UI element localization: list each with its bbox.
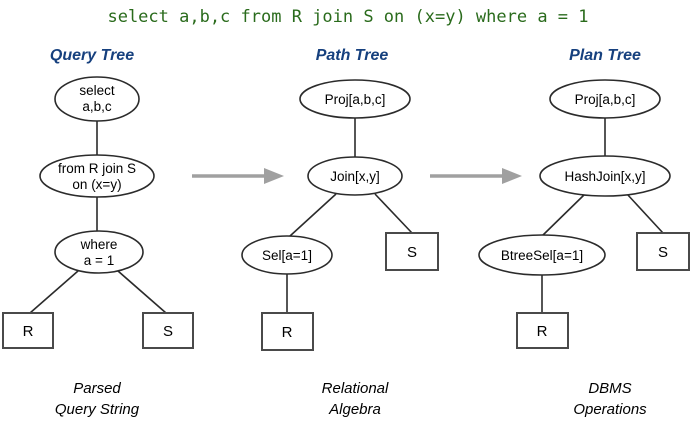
node-relation-r-path-shape bbox=[261, 312, 314, 351]
edge-where-to-r bbox=[29, 270, 79, 314]
node-where-label-line2: a = 1 bbox=[84, 253, 114, 268]
node-where[interactable]: where a = 1 bbox=[54, 230, 144, 274]
edge-hashjoin-to-btreesel bbox=[541, 193, 586, 237]
node-select-label-line1: select bbox=[79, 83, 115, 98]
edge-join-to-s bbox=[374, 193, 413, 234]
edge-hashjoin-to-s bbox=[626, 193, 664, 234]
node-from-join-label-line2: on (x=y) bbox=[72, 177, 121, 192]
node-relation-s-path[interactable]: S bbox=[385, 232, 439, 271]
node-from-join[interactable]: from R join S on (x=y) bbox=[39, 154, 155, 198]
node-proj-plan-label: Proj[a,b,c] bbox=[575, 92, 636, 107]
node-select-label-line2: a,b,c bbox=[82, 99, 112, 114]
node-relation-r-plan-label: R bbox=[537, 323, 548, 340]
caption-plan-line2: Operations bbox=[573, 401, 647, 418]
node-relation-r-path-label: R bbox=[282, 324, 293, 341]
node-from-join-label-line1: from R join S bbox=[58, 161, 136, 176]
caption-query-line2: Query String bbox=[55, 401, 140, 418]
node-proj-plan[interactable]: Proj[a,b,c] bbox=[549, 79, 661, 119]
caption-path: Relational Algebra bbox=[322, 380, 389, 418]
node-relation-s-query-shape bbox=[142, 312, 194, 349]
node-select-shape bbox=[54, 76, 140, 122]
node-relation-s-query[interactable]: S bbox=[142, 312, 194, 349]
caption-plan: DBMS Operations bbox=[573, 380, 647, 418]
sql-query-title: select a,b,c from R join S on (x=y) wher… bbox=[107, 7, 588, 27]
caption-query: Parsed Query String bbox=[55, 380, 140, 418]
node-relation-r-query[interactable]: R bbox=[2, 312, 54, 349]
node-relation-s-plan-label: S bbox=[658, 244, 668, 261]
column-header-path-tree: Path Tree bbox=[316, 47, 389, 64]
caption-plan-line1: DBMS bbox=[588, 380, 631, 397]
arrow-query-to-path-head bbox=[264, 168, 284, 184]
node-sel-path[interactable]: Sel[a=1] bbox=[241, 235, 333, 275]
node-relation-s-plan[interactable]: S bbox=[636, 232, 690, 271]
node-hashjoin-plan[interactable]: HashJoin[x,y] bbox=[539, 155, 671, 197]
node-sel-path-shape bbox=[241, 235, 333, 275]
tree-query: select a,b,c from R join S on (x=y) wher… bbox=[2, 76, 194, 349]
node-hashjoin-plan-shape bbox=[539, 155, 671, 197]
node-hashjoin-plan-label: HashJoin[x,y] bbox=[564, 169, 645, 184]
caption-path-line1: Relational bbox=[322, 380, 389, 397]
node-select[interactable]: select a,b,c bbox=[54, 76, 140, 122]
caption-query-line1: Parsed bbox=[73, 380, 121, 397]
node-relation-r-query-shape bbox=[2, 312, 54, 349]
node-relation-r-plan-shape bbox=[516, 312, 569, 349]
tree-path: Proj[a,b,c] Join[x,y] Sel[a=1] S R bbox=[241, 79, 439, 351]
node-proj-path[interactable]: Proj[a,b,c] bbox=[299, 79, 411, 119]
node-where-shape bbox=[54, 230, 144, 274]
node-btreesel-plan-label: BtreeSel[a=1] bbox=[501, 248, 583, 263]
node-relation-r-plan[interactable]: R bbox=[516, 312, 569, 349]
arrow-query-to-path bbox=[192, 168, 284, 184]
tree-plan: Proj[a,b,c] HashJoin[x,y] BtreeSel[a=1] … bbox=[478, 79, 690, 349]
node-relation-s-query-label: S bbox=[163, 323, 173, 340]
arrow-path-to-plan bbox=[430, 168, 522, 184]
arrow-path-to-plan-head bbox=[502, 168, 522, 184]
node-relation-r-path[interactable]: R bbox=[261, 312, 314, 351]
node-btreesel-plan-shape bbox=[478, 234, 606, 276]
node-join-path-shape bbox=[307, 156, 403, 196]
node-relation-r-query-label: R bbox=[23, 323, 34, 340]
node-relation-s-path-label: S bbox=[407, 244, 417, 261]
node-proj-plan-shape bbox=[549, 79, 661, 119]
node-join-path[interactable]: Join[x,y] bbox=[307, 156, 403, 196]
node-sel-path-label: Sel[a=1] bbox=[262, 248, 312, 263]
node-from-join-shape bbox=[39, 154, 155, 198]
node-proj-path-label: Proj[a,b,c] bbox=[325, 92, 386, 107]
column-header-query-tree: Query Tree bbox=[50, 47, 134, 64]
column-header-plan-tree: Plan Tree bbox=[569, 47, 641, 64]
node-proj-path-shape bbox=[299, 79, 411, 119]
node-where-label-line1: where bbox=[80, 237, 118, 252]
edge-join-to-sel bbox=[289, 193, 337, 237]
caption-path-line2: Algebra bbox=[328, 401, 381, 418]
node-join-path-label: Join[x,y] bbox=[330, 169, 380, 184]
edge-where-to-s bbox=[117, 270, 167, 314]
node-relation-s-path-shape bbox=[385, 232, 439, 271]
node-btreesel-plan[interactable]: BtreeSel[a=1] bbox=[478, 234, 606, 276]
node-relation-s-plan-shape bbox=[636, 232, 690, 271]
